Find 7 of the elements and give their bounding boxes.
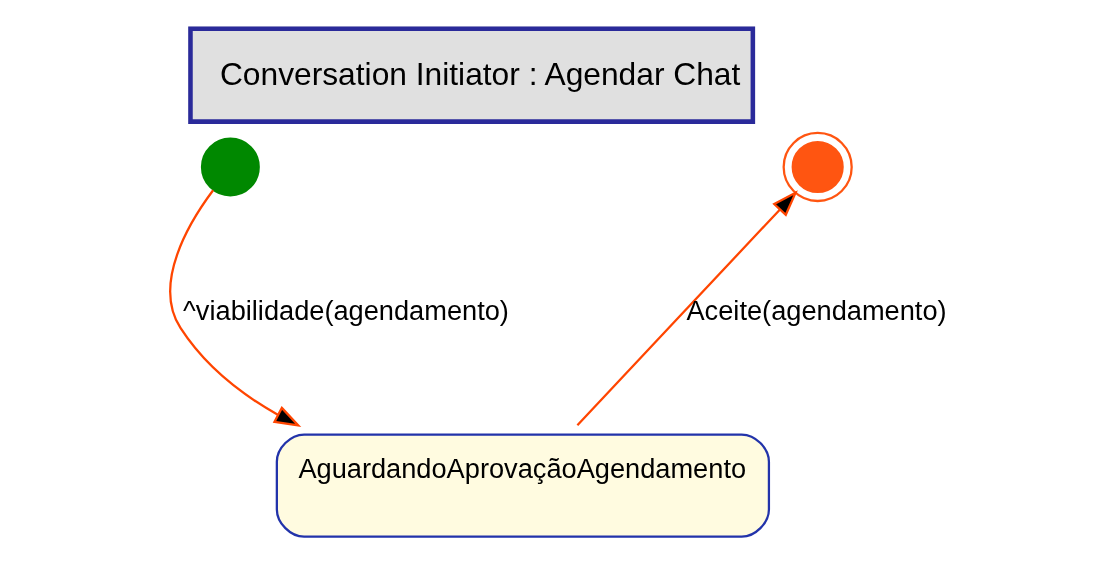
edge-label: ^viabilidade(agendamento): [183, 295, 509, 327]
node-circle: [200, 137, 260, 197]
edge-label: Aceite(agendamento): [686, 295, 947, 327]
arrow: [169, 189, 302, 427]
node-circle: [782, 131, 853, 203]
arrow: [576, 190, 798, 427]
diagram-title: Conversation Initiator : Agendar Chat: [219, 55, 741, 92]
